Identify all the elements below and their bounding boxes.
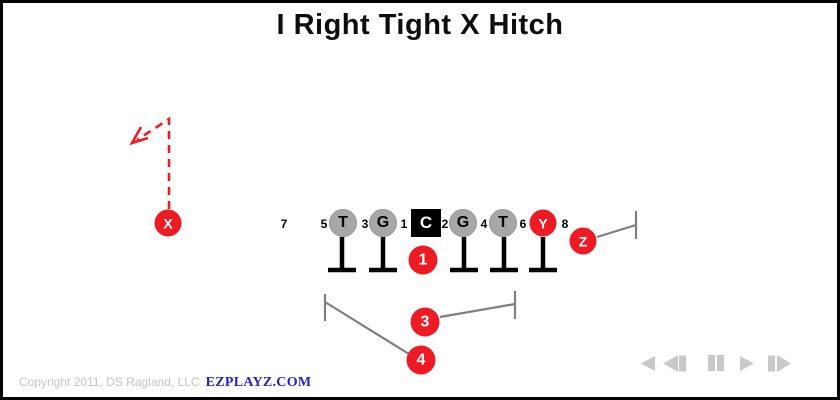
- gap-number: 4: [480, 217, 488, 231]
- brand-link[interactable]: EZPLAYZ.COM: [205, 375, 312, 390]
- x-hitch-route: [129, 116, 171, 209]
- player-right-guard: G: [449, 209, 477, 237]
- gap-number: 5: [320, 217, 328, 231]
- pause-icon[interactable]: [708, 355, 724, 371]
- backfield-marker-1: 1: [408, 245, 438, 275]
- gap-number: 3: [361, 217, 369, 231]
- gap-number: 7: [280, 217, 288, 231]
- gap-number: 8: [561, 217, 569, 231]
- player-left-tackle: T: [329, 209, 357, 237]
- player-z-receiver: Z: [569, 227, 597, 255]
- gap-number: 2: [441, 217, 449, 231]
- previous-icon[interactable]: [641, 356, 655, 371]
- blocking-marks: [328, 237, 557, 273]
- footer: Copyright 2011, DS Ragland, LLC EZPLAYZ.C…: [19, 375, 311, 391]
- play-icon[interactable]: [740, 356, 754, 371]
- backfield-marker-4: 4: [406, 345, 436, 375]
- player-center: C: [411, 209, 441, 237]
- gap-number: 6: [519, 217, 527, 231]
- play-title: I Right Tight X Hitch: [276, 9, 564, 41]
- player-y-tight-end: Y: [529, 209, 557, 237]
- diagram-lines: [129, 116, 638, 355]
- route-arrowhead: [129, 126, 149, 146]
- step-forward-icon[interactable]: [768, 355, 791, 372]
- backfield-marker-3: 3: [410, 307, 440, 337]
- gap-number: 1: [400, 217, 408, 231]
- player-right-tackle: T: [489, 209, 517, 237]
- player-left-guard: G: [369, 209, 397, 237]
- copyright-text: Copyright 2011, DS Ragland, LLC: [19, 375, 200, 389]
- step-back-icon[interactable]: [663, 355, 686, 372]
- player-x-receiver: X: [154, 209, 182, 237]
